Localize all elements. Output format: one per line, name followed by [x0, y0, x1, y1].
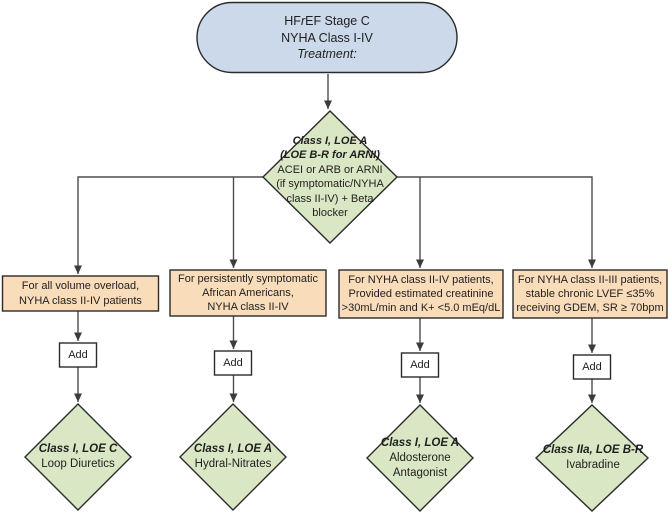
condition-line: receiving GDEM, SR ≥ 70bpm [516, 302, 664, 315]
condition-box-4-shape [512, 269, 668, 319]
result-diamond-1-shape [24, 403, 132, 511]
add-box-2-label: Add [223, 357, 243, 369]
result-line: Loop Diuretics [41, 458, 115, 470]
result-class-line: Class I, LOE A [380, 437, 460, 449]
condition-box-4-label: For NYHA class II-III patients, stable c… [513, 270, 667, 318]
start-node-line-1: HFrEF Stage C [284, 14, 370, 28]
start-node-label: HFrEF Stage C NYHA Class I-IV Treatment: [197, 13, 457, 63]
condition-line: For persistently symptomatic [178, 272, 318, 285]
result-diamond-4-label: Class IIa, LOE B-R Ivabradine [517, 443, 669, 473]
condition-line: NYHA class II-IV patients [19, 294, 142, 307]
condition-box-3-label: For NYHA class II-IV patients, Provided … [339, 270, 503, 318]
result-class-line: Class I, LOE A [193, 443, 273, 455]
result-line: Ivabradine [566, 459, 620, 471]
add-box-3-shape [400, 352, 440, 378]
central-decision-label: Class I, LOE A (LOE B-R for ARNI) ACEI o… [245, 134, 415, 220]
start-node-shape [196, 1, 458, 74]
add-box-4-label: Add [582, 361, 602, 373]
condition-line: African Americans, [202, 286, 294, 299]
result-line: Antagonist [392, 467, 448, 479]
result-line: Aldosterone [389, 452, 451, 464]
condition-line: For NYHA class II-III patients, [517, 273, 663, 286]
result-class-line: Class IIa, LOE B-R [542, 444, 644, 456]
decision-body-line: blocker [312, 207, 348, 220]
decision-class-line: Class I, LOE A [292, 135, 368, 147]
condition-line: >30mL/min and K+ <5.0 mEq/dL [341, 302, 501, 315]
result-diamond-4-shape [534, 404, 650, 512]
condition-box-1-shape [1, 275, 160, 312]
start-node-line-3: Treatment: [297, 47, 357, 61]
condition-box-3-shape [338, 269, 504, 319]
decision-class-line: (LOE B-R for ARNI) [280, 149, 380, 162]
result-diamond-1-label: Class I, LOE C Loop Diuretics [8, 442, 148, 472]
decision-body-line: ACEI or ARB or ARNI [277, 163, 383, 176]
start-node-line-2: NYHA Class I-IV [281, 30, 373, 45]
decision-body-line: class II-IV) + Beta [286, 192, 374, 205]
condition-line: For NYHA class II-IV patients, [348, 273, 494, 286]
result-diamond-2-shape [179, 403, 287, 511]
result-class-line: Class I, LOE C [38, 443, 118, 455]
add-box-3-label: Add [410, 359, 430, 371]
result-diamond-3-shape [366, 404, 474, 512]
result-line: Hydral-Nitrates [194, 458, 272, 470]
decision-body-line: (if symptomatic/NYHA [276, 178, 384, 191]
arrow-decision-to-branch-4 [397, 176, 596, 268]
result-diamond-3-label: Class I, LOE A Aldosterone Antagonist [350, 436, 490, 481]
add-box-2-shape [213, 350, 253, 376]
condition-box-2-shape [169, 269, 327, 317]
central-decision-diamond-shape [262, 110, 398, 244]
condition-box-2-label: For persistently symptomatic African Ame… [170, 270, 326, 316]
condition-line: NYHA class II-IV [207, 301, 289, 314]
add-box-4-shape [572, 354, 612, 380]
add-box-1-shape [58, 342, 98, 368]
condition-line: For all volume overload, [21, 280, 140, 293]
result-diamond-2-label: Class I, LOE A Hydral-Nitrates [163, 442, 303, 472]
arrow-decision-to-branch-1 [74, 176, 263, 274]
connector-arrows [74, 74, 596, 403]
condition-line: stable chronic LVEF ≤35% [525, 287, 655, 300]
condition-line: Provided estimated creatinine [348, 287, 494, 300]
condition-box-1-label: For all volume overload, NYHA class II-I… [2, 276, 159, 311]
add-box-1-label: Add [68, 349, 88, 361]
